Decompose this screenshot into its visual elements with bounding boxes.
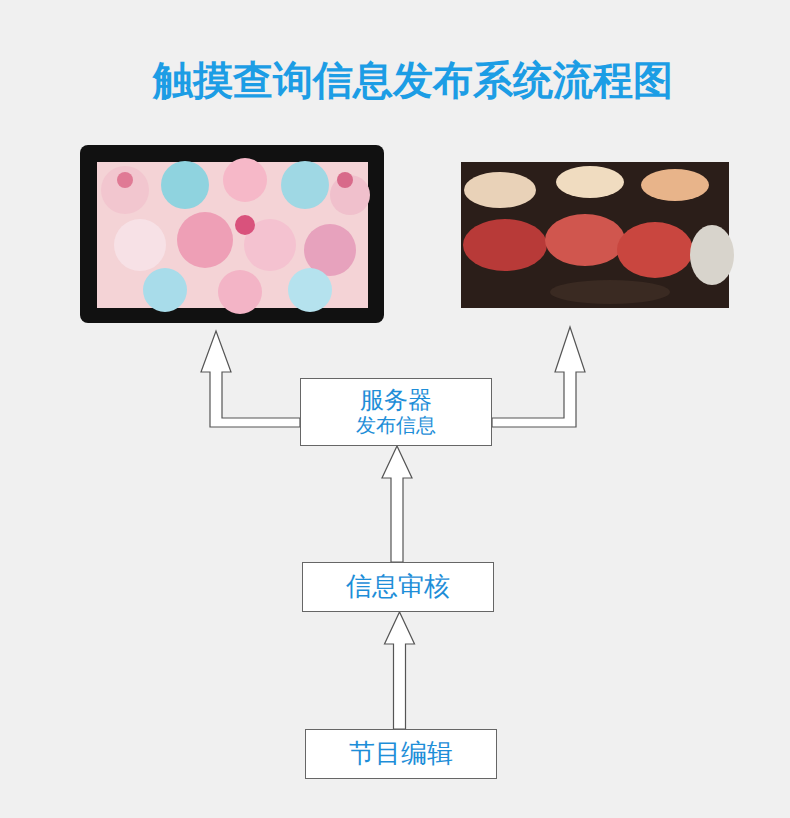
process-box: 服务器发布信息 [300, 378, 492, 446]
sushi-piece [641, 169, 709, 201]
cupcake [101, 166, 149, 214]
tablet-bezel [80, 145, 384, 323]
sushi-picture [461, 162, 734, 308]
process-box: 信息审核 [302, 562, 494, 612]
cupcake [218, 270, 262, 314]
sushi-piece [550, 280, 670, 304]
sushi-piece [464, 172, 536, 208]
cupcake [288, 268, 332, 312]
sushi-piece [617, 222, 693, 278]
process-box: 节目编辑 [305, 729, 497, 779]
sushi-piece [545, 214, 625, 266]
cupcake [143, 268, 187, 312]
diagram-title: 触摸查询信息发布系统流程图 [35, 56, 790, 104]
hollow-arrow [201, 331, 300, 427]
sushi-ground [461, 162, 729, 308]
box-sublabel: 发布信息 [356, 414, 436, 437]
tablet-picture [80, 145, 384, 323]
hollow-arrow [382, 446, 412, 562]
cupcake [177, 212, 233, 268]
cupcake [114, 219, 166, 271]
box-label: 服务器 [360, 387, 432, 415]
sushi-piece [463, 219, 547, 271]
sushi-piece [556, 166, 624, 198]
sugar-rose [235, 215, 255, 235]
cupcake [281, 161, 329, 209]
box-label: 信息审核 [346, 572, 450, 602]
sugar-rose [337, 172, 353, 188]
cupcake [223, 158, 267, 202]
box-label: 节目编辑 [349, 739, 453, 769]
hollow-arrow [385, 612, 415, 729]
sugar-rose [117, 172, 133, 188]
sushi-piece [690, 225, 734, 285]
hollow-arrow [492, 327, 585, 427]
cupcake [161, 161, 209, 209]
